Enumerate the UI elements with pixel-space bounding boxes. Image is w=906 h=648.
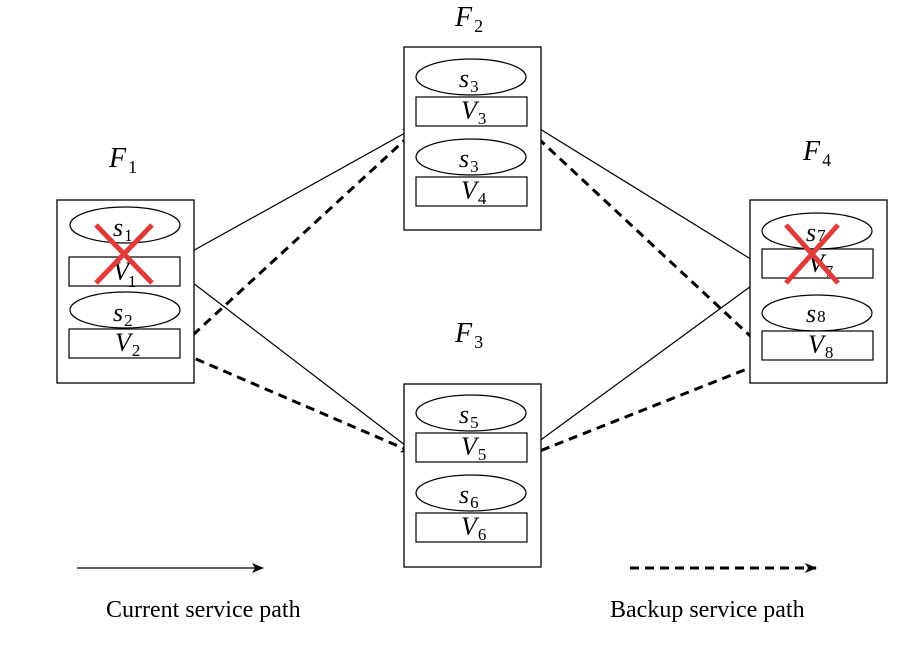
service-s7-label: s7 xyxy=(806,218,826,247)
vnf-v8-box xyxy=(761,330,874,361)
service-s1-ellipse xyxy=(69,206,181,244)
vnf-v5-label: V5 xyxy=(461,432,486,464)
legend-current-label: Current service path xyxy=(106,597,301,623)
current-path-v5-v7 xyxy=(526,277,763,451)
vnf-v5-box xyxy=(415,432,528,463)
vnf-v3-box xyxy=(415,96,528,127)
service-s6-ellipse xyxy=(415,474,527,512)
current-path-v3-v7 xyxy=(526,120,763,267)
backup-path-v2-v3 xyxy=(180,124,422,347)
vnf-v1-label: V1 xyxy=(113,257,136,291)
vnf-v4-label: V4 xyxy=(461,176,487,208)
service-s6-label: s6 xyxy=(459,480,479,512)
vnf-v3-label: V3 xyxy=(461,96,486,128)
backup-path-v3-v8 xyxy=(525,126,764,349)
backup-path-v2-v5 xyxy=(181,351,413,454)
service-s5-ellipse xyxy=(415,394,527,432)
failure-cross-icon xyxy=(94,223,154,285)
service-s3b-label: s3 xyxy=(459,144,479,176)
vnf-v8-label: V8 xyxy=(808,330,833,362)
current-path-v1-v5 xyxy=(179,272,415,453)
failure-cross-icon xyxy=(784,223,840,285)
vnf-v2-label: V2 xyxy=(115,328,140,360)
service-s3b-ellipse xyxy=(415,138,527,176)
service-s3a-label: s3 xyxy=(459,64,479,96)
vnf-v2-box xyxy=(68,328,181,359)
vnf-v4-box xyxy=(415,176,528,207)
service-s2-label: s2 xyxy=(113,298,133,330)
vnf-v6-label: V6 xyxy=(461,512,486,544)
backup-path-v5-v8 xyxy=(526,361,763,458)
edge-group xyxy=(179,120,764,458)
legend-backup-label: Backup service path xyxy=(610,597,805,623)
service-s3a-ellipse xyxy=(415,58,527,96)
node-f4: F4 s7 V7 s8 V8 xyxy=(749,136,888,384)
service-s2-ellipse xyxy=(69,291,181,329)
service-s8-label: s8 xyxy=(806,299,826,328)
service-s5-label: s5 xyxy=(459,400,479,432)
current-path-v1-v3 xyxy=(179,127,415,259)
service-s1-label: s1 xyxy=(113,213,133,245)
vnf-v6-box xyxy=(415,512,528,543)
